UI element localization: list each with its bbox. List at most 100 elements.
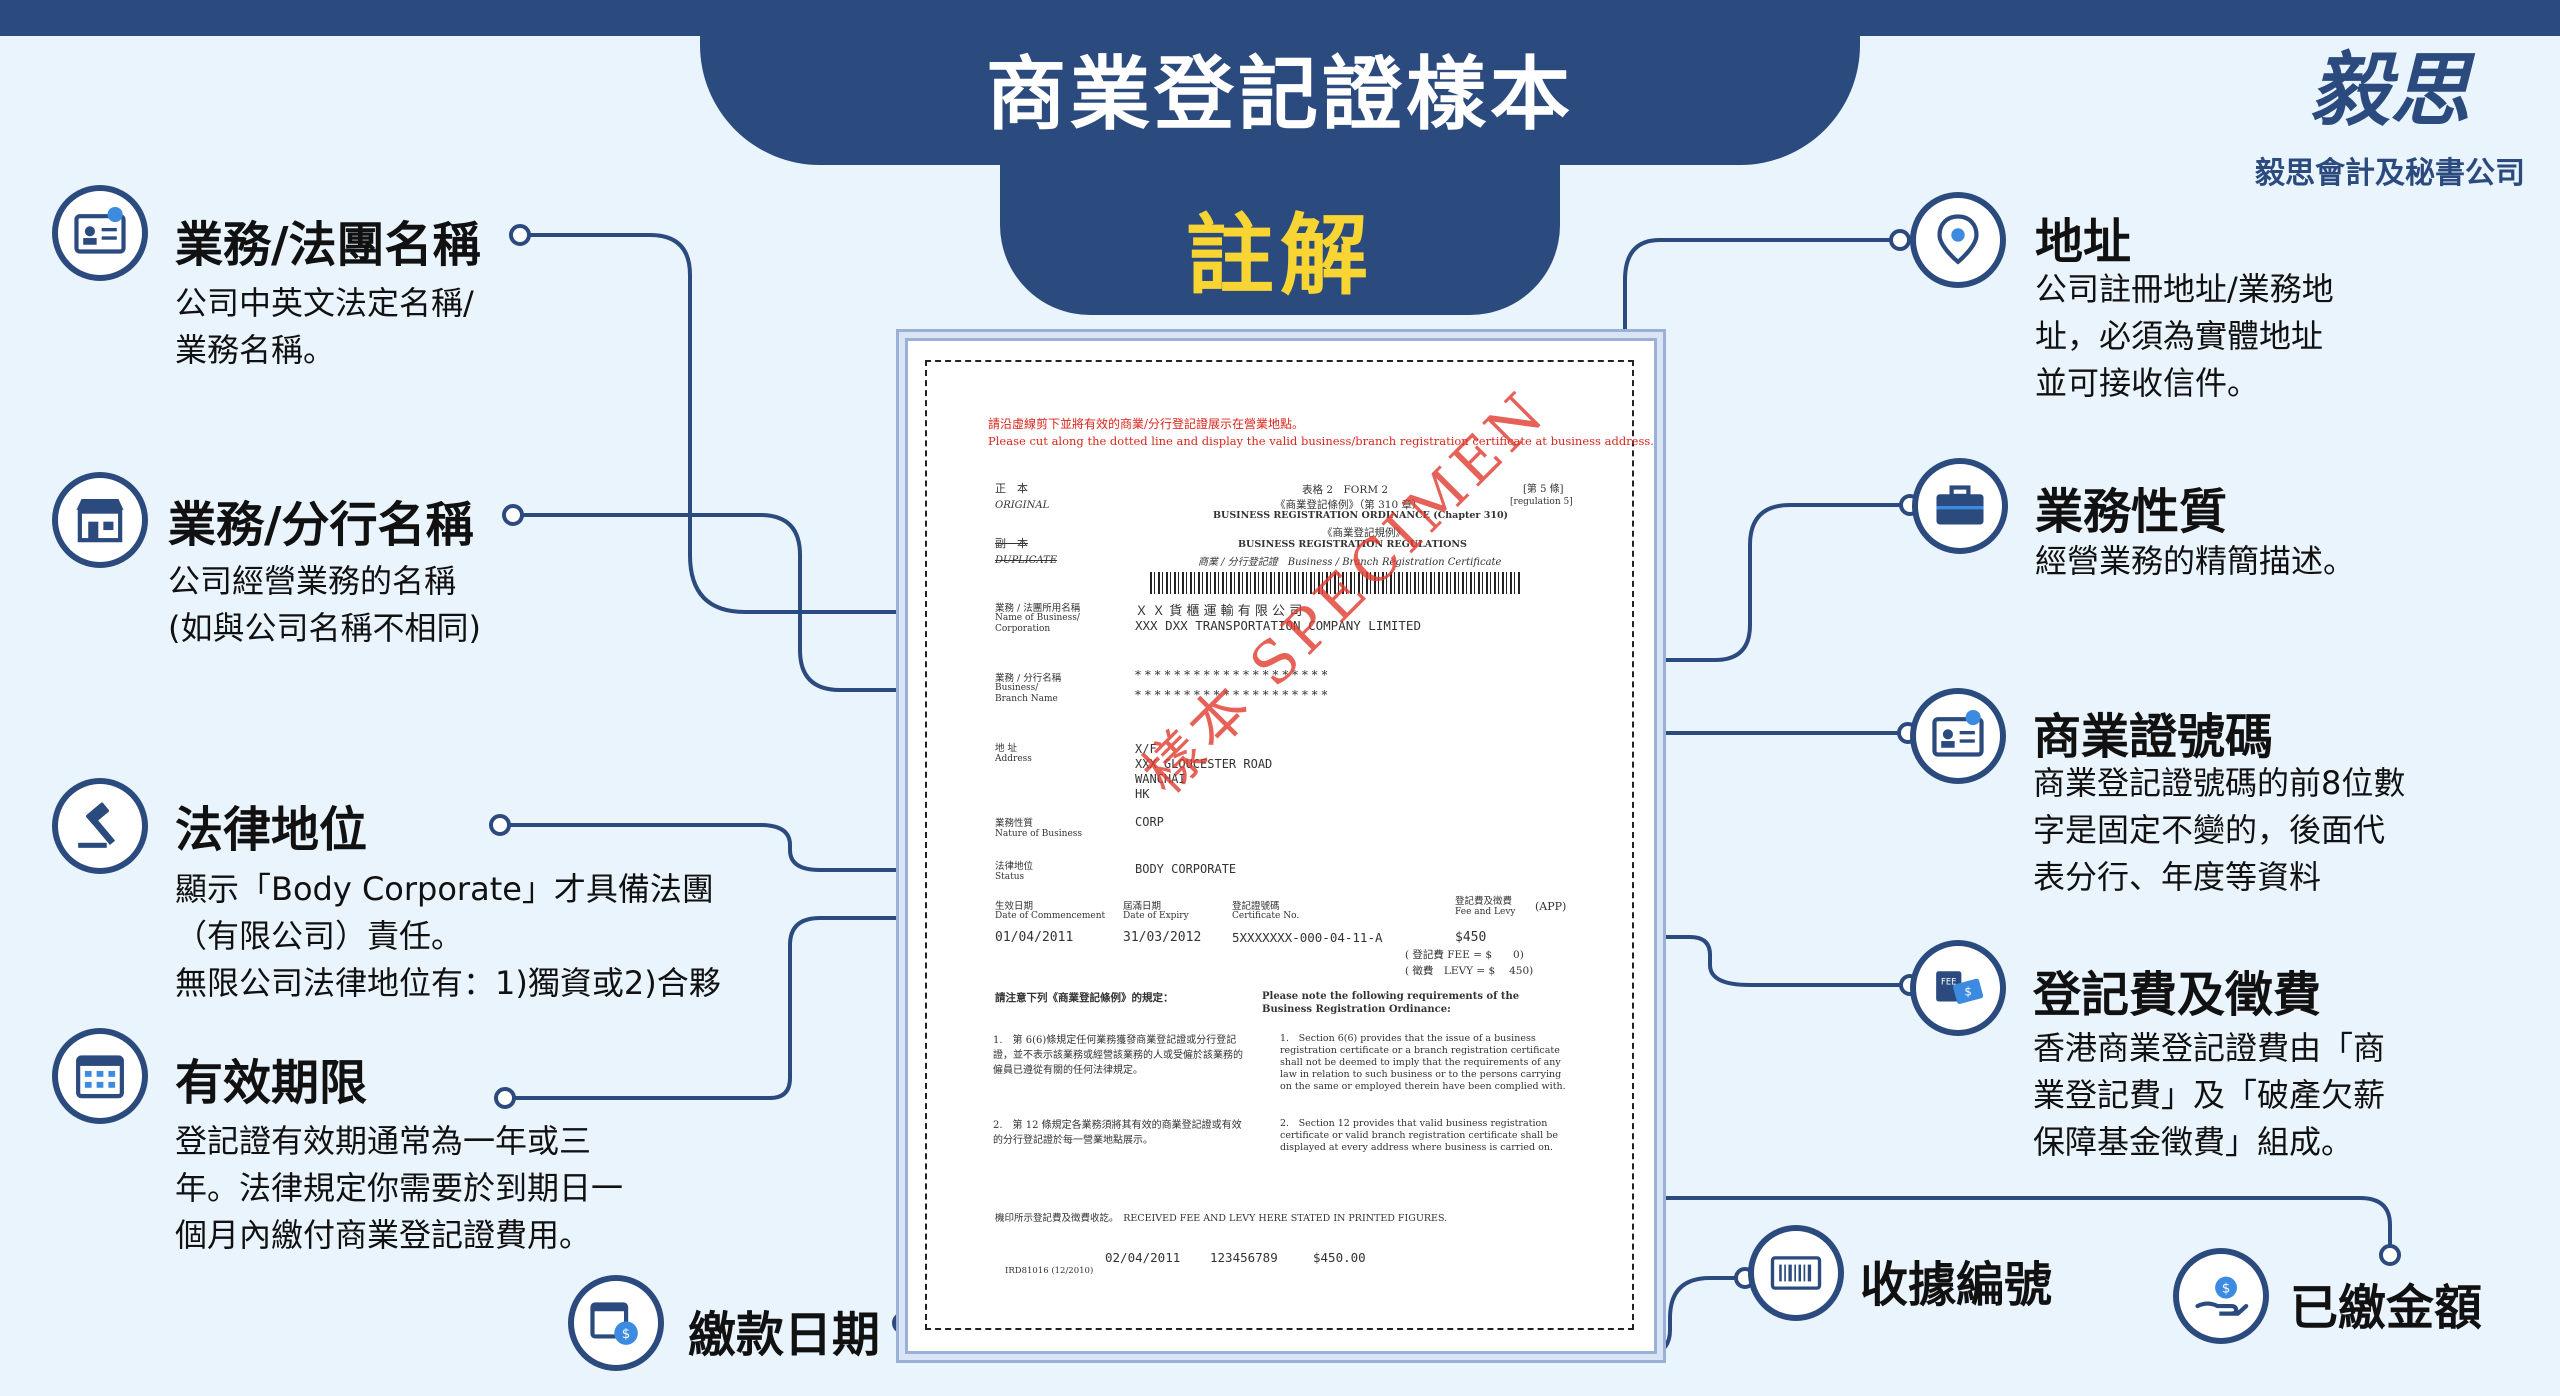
- storefront-icon: [52, 472, 148, 568]
- page-subtitle: 註解: [1185, 204, 1374, 307]
- svg-text:$: $: [1964, 985, 1971, 999]
- doc-fee-label-en: Fee and Levy: [1455, 907, 1516, 917]
- doc-branch-label-en: Business/ Branch Name: [995, 683, 1058, 704]
- annotation-receipt-no-title: 收據編號: [1860, 1257, 2053, 1313]
- logo-mark: 毅思: [2310, 43, 2470, 137]
- doc-regulation-en: [regulation 5]: [1510, 497, 1573, 507]
- doc-form-no: 表格 2 FORM 2: [1302, 484, 1389, 496]
- doc-note1-zh: 1. 第 6(6)條規定任何業務獲發商業登記證或分行登記證，並不表示該業務或經營…: [993, 1035, 1243, 1076]
- doc-paid-amount: $450.00: [1313, 1250, 1366, 1265]
- doc-note2-en: 2. Section 12 provides that valid busine…: [1280, 1118, 1558, 1153]
- annotation-nature-title: 業務性質: [2035, 484, 2228, 540]
- doc-original-en: ORIGINAL: [995, 500, 1050, 511]
- doc-address-1: X/F: [1135, 742, 1157, 756]
- doc-fee-label: 登記費及徵費: [1455, 896, 1513, 907]
- doc-status-value: BODY CORPORATE: [1135, 862, 1237, 876]
- annotation-address-desc: 公司註冊地址/業務地 址，必須為實體地址 並可接收信件。: [2035, 270, 2334, 402]
- doc-name-label-en: Name of Business/ Corporation: [995, 613, 1080, 634]
- doc-regs-en: BUSINESS REGISTRATION REGULATIONS: [1238, 539, 1467, 550]
- doc-certno-label-en: Certificate No.: [1232, 911, 1300, 921]
- annotation-business-name-desc: 公司中英文法定名稱/ 業務名稱。: [175, 284, 474, 369]
- calendar-icon: [52, 1028, 148, 1124]
- doc-certno-label: 登記證號碼: [1232, 901, 1280, 912]
- annotation-fees-desc: 香港商業登記證費由「商 業登記費」及「破產欠薪 保障基金徵費」組成。: [2033, 1029, 2386, 1161]
- doc-status-label-en: Status: [995, 872, 1025, 882]
- annotation-validity-desc: 登記證有效期通常為一年或三 年。法律規定你需要於到期日一 個月內繳付商業登記證費…: [175, 1122, 624, 1254]
- doc-note1-en: 1. Section 6(6) provides that the issue …: [1280, 1033, 1566, 1092]
- doc-regulation: [第 5 條]: [1523, 484, 1564, 495]
- doc-address-2: XXX GLOUCESTER ROAD: [1135, 757, 1273, 771]
- doc-notice-zh: 請沿虛線剪下並將有效的商業/分行登記證展示在營業地點。: [988, 417, 1305, 431]
- doc-barcode: [1150, 572, 1520, 594]
- annotation-legal-status-title: 法律地位: [175, 802, 368, 858]
- doc-regs-zh: 《商業登記規例》: [1322, 527, 1406, 539]
- annotation-cert-no-title: 商業證號碼: [2033, 709, 2274, 765]
- doc-duplicate-zh: 副 本: [995, 537, 1028, 550]
- doc-receipt-value: 123456789: [1210, 1250, 1278, 1265]
- briefcase-icon: [1912, 458, 2008, 554]
- doc-address-label: 地 址: [995, 743, 1018, 754]
- doc-commence-label: 生效日期: [995, 901, 1034, 912]
- doc-fee-line: ( 登記費 FEE = $ 0): [1405, 949, 1524, 961]
- doc-paid-date: 02/04/2011: [1105, 1250, 1181, 1265]
- annotation-business-name-title: 業務/法團名稱: [175, 217, 481, 273]
- doc-nature-value: CORP: [1135, 815, 1164, 829]
- doc-name-zh: Ｘ Ｘ 貨 櫃 運 輸 有 限 公 司: [1135, 604, 1303, 619]
- barcode-receipt-icon: [1748, 1225, 1844, 1321]
- doc-status-label: 法律地位: [995, 861, 1034, 872]
- doc-received: 機印所示登記費及徵費收訖。 RECEIVED FEE AND LEVY HERE…: [995, 1213, 1448, 1224]
- svg-text:$: $: [2222, 1282, 2231, 1297]
- payment-calendar-icon: $: [568, 1275, 664, 1371]
- annotation-validity-title: 有效期限: [175, 1055, 368, 1111]
- annotation-nature-desc: 經營業務的精簡描述。: [2035, 542, 2356, 580]
- doc-duplicate-en: DUPLICATE: [995, 555, 1058, 566]
- certificate-cut-line: [925, 360, 1634, 1330]
- page-title: 商業登記證樣本: [986, 48, 1574, 141]
- doc-address-4: HK: [1135, 787, 1150, 801]
- doc-nature-label: 業務性質: [995, 818, 1034, 829]
- doc-note2-zh: 2. 第 12 條規定各業務須將其有效的商業登記證或有效的分行登記證於每一營業地…: [993, 1120, 1242, 1146]
- doc-branch-label: 業務 / 分行名稱: [995, 673, 1062, 684]
- doc-nature-label-en: Nature of Business: [995, 829, 1083, 839]
- doc-certno-value: 5XXXXXXX-000-04-11-A: [1232, 930, 1383, 945]
- annotation-branch-name-title: 業務/分行名稱: [168, 497, 474, 553]
- doc-form-code: IRD81016 (12/2010): [1005, 1266, 1094, 1276]
- doc-note-zh-head: 請注意下列《商業登記條例》的規定：: [995, 992, 1174, 1004]
- logo-name: 毅思會計及秘書公司: [2255, 156, 2525, 191]
- annotation-fees-title: 登記費及徵費: [2033, 967, 2322, 1023]
- fee-money-icon: FEE $: [1910, 940, 2006, 1036]
- doc-branch-value-2: * * * * * * * * * * * * * * * * * * * *: [1135, 688, 1328, 702]
- gavel-icon: [52, 778, 148, 874]
- doc-ordinance-zh: 《商業登記條例》（第 310 章）: [1275, 499, 1423, 511]
- doc-expiry-value: 31/03/2012: [1123, 930, 1202, 945]
- doc-ordinance-en: BUSINESS REGISTRATION ORDINANCE (Chapter…: [1213, 510, 1509, 521]
- annotation-cert-no-desc: 商業登記證號碼的前8位數 字是固定不變的，後面代 表分行、年度等資料: [2033, 764, 2406, 896]
- doc-fee-total: $450: [1455, 930, 1487, 945]
- hand-coin-icon: $: [2173, 1248, 2269, 1344]
- certificate-card-icon: [1910, 688, 2006, 784]
- doc-commence-value: 01/04/2011: [995, 930, 1074, 945]
- doc-commence-label-en: Date of Commencement: [995, 911, 1106, 921]
- doc-fee-app: (APP): [1535, 900, 1567, 913]
- svg-text:$: $: [622, 1327, 631, 1342]
- doc-original-zh: 正 本: [995, 482, 1028, 495]
- doc-address-label-en: Address: [995, 754, 1032, 764]
- doc-name-en: XXX DXX TRANSPORTATION COMPANY LIMITED: [1135, 618, 1421, 633]
- doc-name-label: 業務 / 法團所用名稱: [995, 603, 1081, 614]
- doc-notice-en: Please cut along the dotted line and dis…: [988, 434, 1654, 448]
- doc-cert-title: 商業 / 分行登記證 Business / Branch Registratio…: [1198, 557, 1502, 568]
- annotation-payment-date-title: 繳款日期: [688, 1307, 881, 1363]
- doc-levy-line: ( 徵費 LEVY = $ 450): [1405, 965, 1534, 977]
- doc-note-en-head: Please note the following requirements o…: [1262, 991, 1520, 1015]
- certificate-specimen: [905, 338, 1657, 1354]
- id-card-icon: [52, 185, 148, 281]
- annotation-address-title: 地址: [2035, 214, 2132, 270]
- doc-address-3: WANCHAI: [1135, 772, 1186, 786]
- location-pin-icon: [1910, 192, 2006, 288]
- title-tab: [700, 0, 1860, 165]
- doc-expiry-label: 屆滿日期: [1123, 901, 1162, 912]
- doc-branch-value: * * * * * * * * * * * * * * * * * * * *: [1135, 668, 1328, 682]
- annotation-amount-paid-title: 已繳金額: [2290, 1280, 2483, 1336]
- annotation-legal-status-desc: 顯示「Body Corporate」才具備法團 （有限公司）責任。 無限公司法律…: [175, 870, 721, 1002]
- svg-text:FEE: FEE: [1941, 977, 1956, 987]
